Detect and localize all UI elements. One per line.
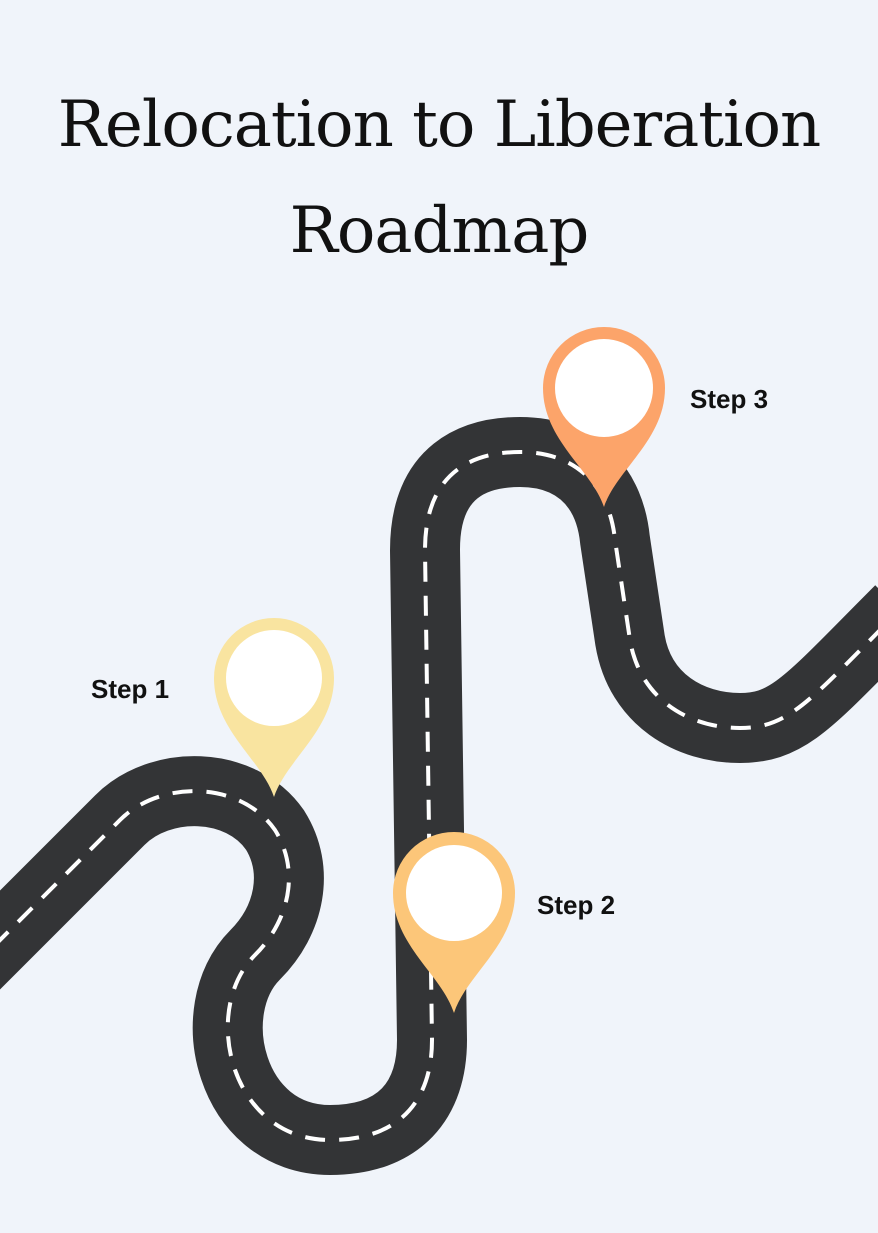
step-3-label: Step 3 [690, 384, 769, 414]
road-lane-markings [0, 449, 878, 1143]
step-2-pin [393, 831, 516, 1013]
title-line-2: Roadmap [289, 194, 590, 268]
road [0, 416, 878, 1176]
title-line-1: Relocation to Liberation [57, 88, 821, 162]
step-1-pin [214, 618, 334, 797]
step-2-label: Step 2 [537, 890, 616, 920]
step-1-label: Step 1 [91, 674, 170, 704]
page-title: Relocation to Liberation Roadmap [0, 72, 878, 284]
step-3-pin [543, 327, 665, 507]
